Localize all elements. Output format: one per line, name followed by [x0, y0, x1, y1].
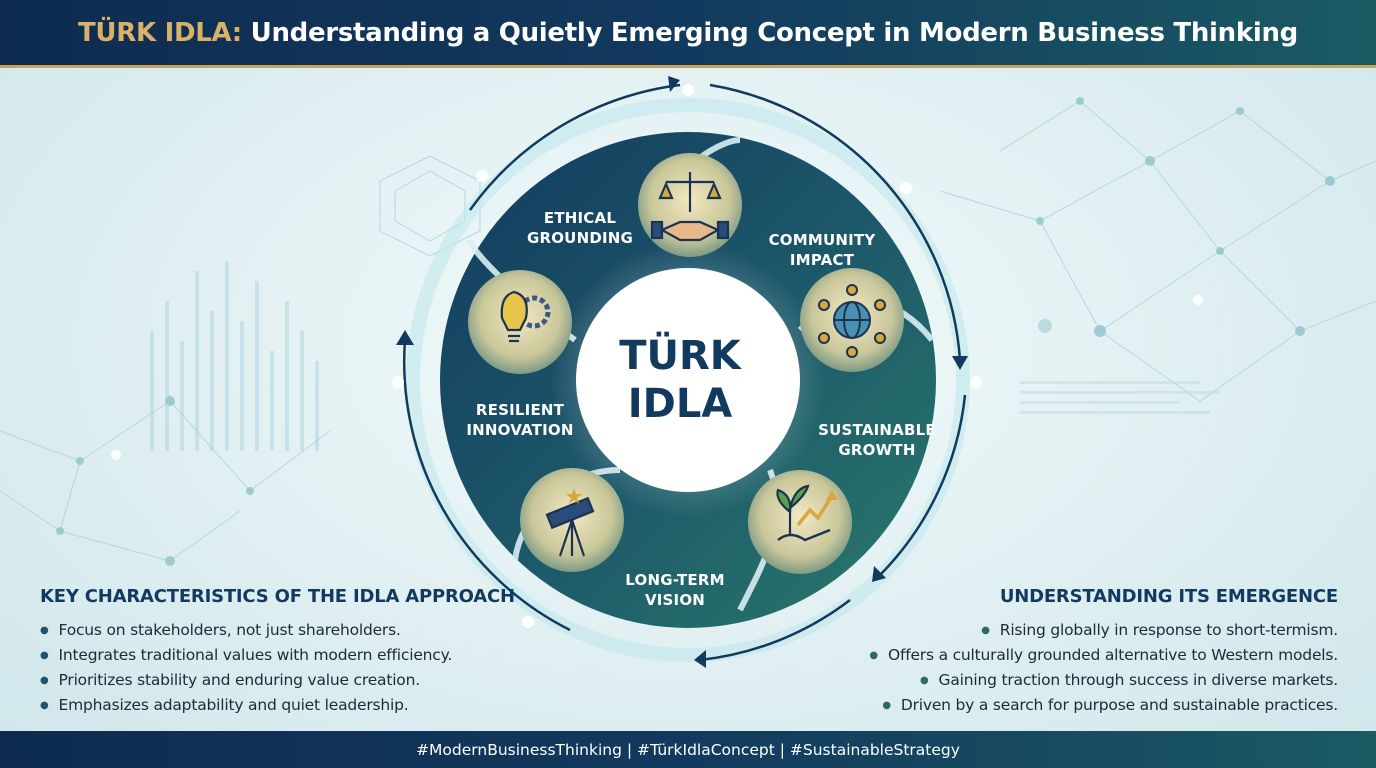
- arrow-head: [872, 566, 886, 582]
- right-panel-heading: UNDERSTANDING ITS EMERGENCE: [999, 586, 1338, 607]
- list-item: Focus on stakeholders, not just sharehol…: [40, 619, 560, 644]
- list-item: Integrates traditional values with moder…: [40, 644, 560, 669]
- arrow-head: [668, 76, 680, 92]
- background-network: [0, 97, 1376, 566]
- title-accent: TÜRK IDLA:: [78, 17, 242, 48]
- emergence-list: Rising globally in response to short-ter…: [798, 619, 1338, 719]
- segment-label-community: COMMUNITY IMPACT: [768, 231, 876, 269]
- arrow-head: [694, 650, 706, 668]
- globe-people-icon: [818, 284, 886, 358]
- list-item: Driven by a search for purpose and susta…: [798, 694, 1338, 719]
- center-title: TÜRK IDLA: [619, 333, 741, 427]
- list-item: Rising globally in response to short-ter…: [798, 619, 1338, 644]
- left-panel-heading: KEY CHARACTERISTICS OF THE IDLA APPROACH: [40, 586, 515, 607]
- segment-label-ethical: ETHICAL GROUNDING: [526, 209, 634, 247]
- header-bar: TÜRK IDLA: Understanding a Quietly Emerg…: [0, 0, 1376, 68]
- segment-label-resilient: RESILIENT INNOVATION: [466, 401, 574, 439]
- segment-label-longterm: LONG-TERM VISION: [625, 571, 725, 609]
- arrow-head: [952, 356, 968, 370]
- scales-handshake-icon: [650, 172, 730, 242]
- page-title: TÜRK IDLA: Understanding a Quietly Emerg…: [78, 18, 1298, 48]
- telescope-icon: [545, 488, 595, 557]
- footer-hashtags: #ModernBusinessThinking | #TürkIdlaConce…: [416, 740, 960, 759]
- arrow-head: [396, 330, 414, 345]
- plant-growth-arrow-icon: [776, 484, 838, 542]
- segment-label-sustainable: SUSTAINABLE GROWTH: [818, 421, 936, 459]
- list-item: Prioritizes stability and enduring value…: [40, 669, 560, 694]
- center-hub: [576, 268, 800, 492]
- characteristics-list: Focus on stakeholders, not just sharehol…: [40, 619, 560, 719]
- emergence-panel: UNDERSTANDING ITS EMERGENCE Rising globa…: [798, 586, 1338, 719]
- list-item: Gaining traction through success in dive…: [798, 669, 1339, 694]
- list-item: Offers a culturally grounded alternative…: [798, 644, 1338, 669]
- footer-bar: #ModernBusinessThinking | #TürkIdlaConce…: [0, 731, 1376, 768]
- key-characteristics-panel: KEY CHARACTERISTICS OF THE IDLA APPROACH…: [40, 586, 560, 719]
- lightbulb-gear-icon: [500, 290, 551, 343]
- title-rest: Understanding a Quietly Emerging Concept…: [241, 17, 1299, 48]
- list-item: Emphasizes adaptability and quiet leader…: [40, 694, 560, 719]
